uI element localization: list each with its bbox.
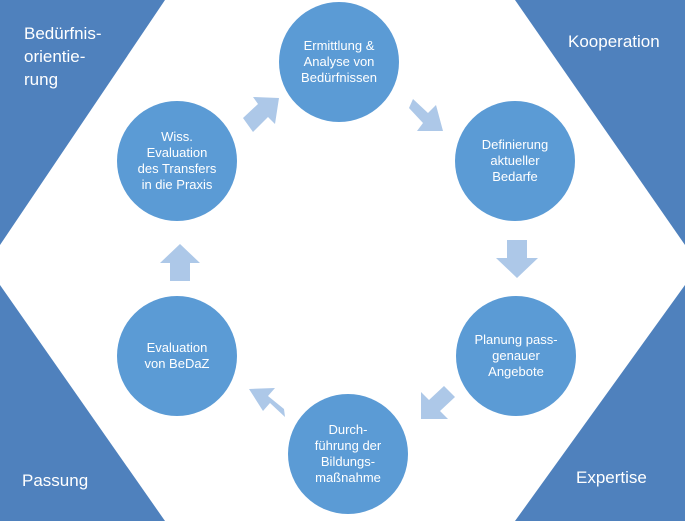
corner-top-right	[515, 0, 685, 245]
corner-top-left	[0, 0, 165, 245]
node-ermittlung: Ermittlung & Analyse von Bedürfnissen	[279, 2, 399, 122]
arrow-ermittlung-to-definierung	[409, 99, 443, 131]
node-wiss-evaluation-label: Wiss. Evaluation des Transfers in die Pr…	[137, 129, 217, 192]
corner-label-bottom-right: Expertise	[576, 468, 647, 487]
corner-label-top-right: Kooperation	[568, 32, 660, 51]
arrow-bedaz-to-wiss	[160, 244, 200, 281]
arrow-wiss-to-ermittlung	[243, 97, 279, 132]
node-planung-label: Planung pass- genauer Angebote	[474, 332, 558, 379]
node-wiss-evaluation: Wiss. Evaluation des Transfers in die Pr…	[117, 101, 237, 221]
node-planung: Planung pass- genauer Angebote	[456, 296, 576, 416]
node-ermittlung-label: Ermittlung & Analyse von Bedürfnissen	[301, 38, 377, 85]
corner-bottom-left	[0, 285, 165, 521]
node-durchfuehrung: Durch- führung der Bildungs- maßnahme	[288, 394, 408, 514]
corner-label-bottom-left: Passung	[22, 471, 89, 490]
node-evaluation-bedaz: Evaluation von BeDaZ	[117, 296, 237, 416]
node-durchfuehrung-label: Durch- führung der Bildungs- maßnahme	[314, 422, 382, 485]
arrow-definierung-to-planung	[496, 240, 538, 278]
arrow-durchfuehrung-to-bedaz	[249, 388, 285, 417]
node-definierung-label: Definierung aktueller Bedarfe	[481, 137, 549, 184]
corner-bottom-right	[515, 285, 685, 521]
node-definierung: Definierung aktueller Bedarfe	[455, 101, 575, 221]
corner-label-top-left: Bedürfnis- orientie- rung	[24, 24, 102, 89]
node-evaluation-bedaz-label: Evaluation von BeDaZ	[144, 340, 210, 371]
arrow-planung-to-durchfuehrung	[421, 386, 455, 419]
